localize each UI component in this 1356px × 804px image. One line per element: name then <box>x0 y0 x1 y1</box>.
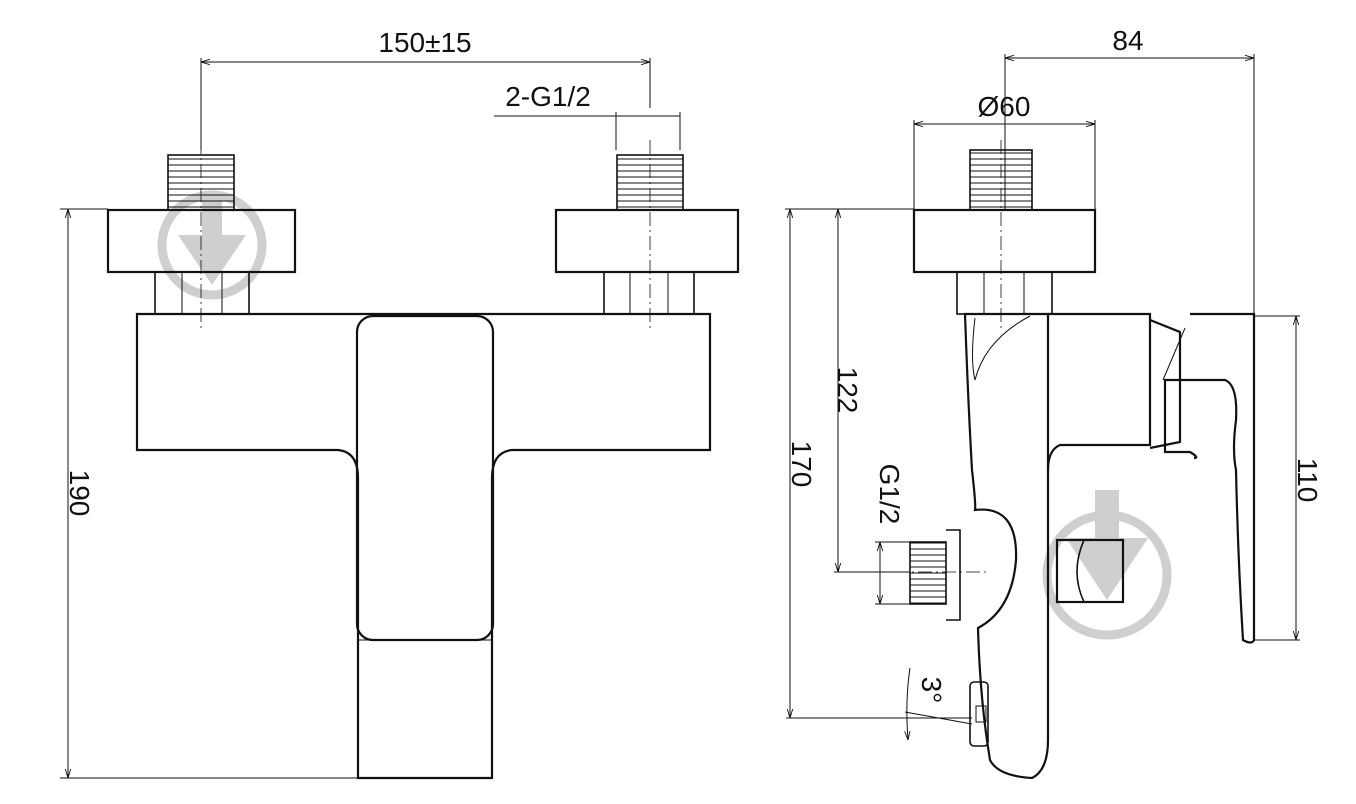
dim-handle-height: 110 <box>1292 458 1323 503</box>
dim-total-height-front: 190 <box>64 470 95 517</box>
dim-spacing: 150±15 <box>378 27 471 58</box>
dim-spout-angle: 3° <box>916 677 947 704</box>
dim-outlet-thread: G1/2 <box>874 464 905 525</box>
watermark-logo-right <box>1042 490 1172 640</box>
front-view <box>106 140 740 780</box>
side-view <box>870 140 1256 780</box>
dim-flange-diameter: Ø60 <box>978 91 1031 122</box>
side-dimensions: 84 Ø60 122 170 G1/2 110 3° <box>785 25 1323 740</box>
dim-inlet-thread: 2-G1/2 <box>505 81 591 112</box>
dim-total-height-side: 170 <box>786 441 817 488</box>
dim-height-to-outlet: 122 <box>832 367 863 414</box>
front-dimensions: 150±15 2-G1/2 190 <box>60 27 681 779</box>
dim-depth: 84 <box>1112 25 1143 56</box>
